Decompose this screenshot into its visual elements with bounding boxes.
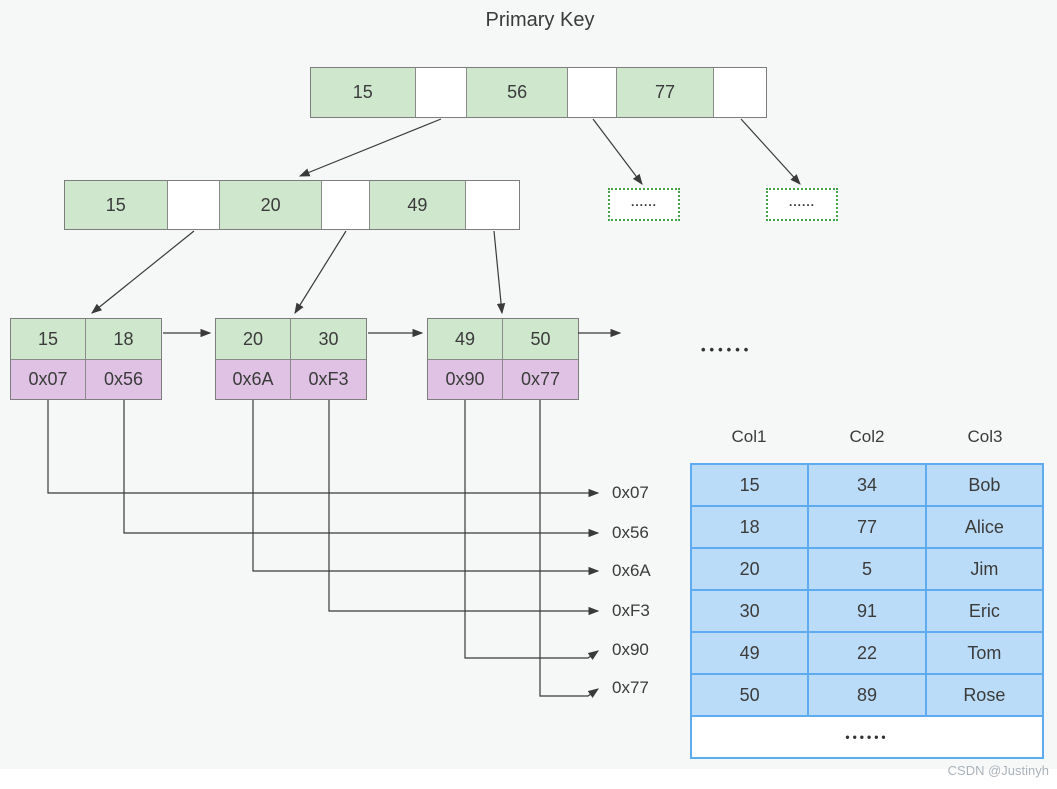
table-row: 18 77 Alice <box>689 505 1045 549</box>
page-title: Primary Key <box>485 9 595 31</box>
table-header-row: Col1 Col2 Col3 <box>690 427 1044 447</box>
table-cell: 34 <box>807 463 927 507</box>
leaf-key-cell: 50 <box>503 319 578 359</box>
root-key-cell: 56 <box>467 68 568 117</box>
leaf-key-cell: 30 <box>291 319 366 359</box>
table-row: 50 89 Rose <box>689 673 1045 717</box>
address-label: 0x6A <box>612 561 651 580</box>
placeholder-node: ...... <box>608 188 680 221</box>
root-key-cell: 15 <box>311 68 416 117</box>
table-cell: Alice <box>924 505 1045 549</box>
leaf-key-cell: 49 <box>428 319 503 359</box>
root-key-cell: 77 <box>616 68 715 117</box>
table-row: 15 34 Bob <box>689 463 1045 507</box>
internal-key-cell: 15 <box>65 181 168 229</box>
leaf-ellipsis: •••••• <box>701 342 753 357</box>
leaf-node: 15 18 0x07 0x56 <box>10 318 162 400</box>
table-cell: 30 <box>689 589 810 633</box>
leaf-key-cell: 18 <box>86 319 161 359</box>
table-cell: 15 <box>689 463 810 507</box>
data-table: 15 34 Bob 18 77 Alice 20 5 Jim 30 91 Eri… <box>689 463 1045 759</box>
leaf-pointer-cell: 0x77 <box>503 360 578 399</box>
internal-pointer-cell <box>321 181 370 229</box>
bottom-strip <box>0 769 1057 789</box>
leaf-pointer-cell: 0x56 <box>86 360 161 399</box>
address-label: 0x56 <box>612 523 649 542</box>
address-label: 0xF3 <box>612 601 650 620</box>
table-cell: Tom <box>924 631 1045 675</box>
table-cell: Rose <box>924 673 1045 717</box>
leaf-pointer-cell: 0x90 <box>428 360 503 399</box>
table-cell: 20 <box>689 547 810 591</box>
address-label: 0x90 <box>612 640 649 659</box>
internal-key-cell: 20 <box>220 181 322 229</box>
column-header: Col3 <box>967 427 1003 446</box>
root-node: 15 56 77 <box>310 67 767 118</box>
table-cell: 91 <box>807 589 927 633</box>
table-cell: Eric <box>924 589 1045 633</box>
root-pointer-cell <box>415 68 468 117</box>
address-label: 0x07 <box>612 483 649 502</box>
table-row: 30 91 Eric <box>689 589 1045 633</box>
root-pointer-cell <box>714 68 767 117</box>
table-ellipsis-row: •••••• <box>690 715 1044 759</box>
internal-pointer-cell <box>167 181 221 229</box>
table-cell: 49 <box>689 631 810 675</box>
watermark: CSDN @Justinyh <box>947 763 1049 778</box>
placeholder-node: ...... <box>766 188 838 221</box>
root-pointer-cell <box>567 68 617 117</box>
leaf-key-cell: 15 <box>11 319 86 359</box>
table-ellipsis-cell: •••••• <box>690 715 1044 759</box>
table-cell: 50 <box>689 673 810 717</box>
table-cell: 89 <box>807 673 927 717</box>
column-header: Col1 <box>731 427 767 446</box>
leaf-pointer-cell: 0xF3 <box>291 360 366 399</box>
table-cell: 5 <box>807 547 927 591</box>
table-cell: Jim <box>924 547 1045 591</box>
leaf-pointer-cell: 0x6A <box>216 360 291 399</box>
internal-pointer-cell <box>466 181 519 229</box>
leaf-pointer-cell: 0x07 <box>11 360 86 399</box>
table-cell: Bob <box>924 463 1045 507</box>
internal-node: 15 20 49 <box>64 180 520 230</box>
leaf-key-cell: 20 <box>216 319 291 359</box>
table-cell: 77 <box>807 505 927 549</box>
leaf-node: 49 50 0x90 0x77 <box>427 318 579 400</box>
address-label: 0x77 <box>612 678 649 697</box>
internal-key-cell: 49 <box>369 181 467 229</box>
column-header: Col2 <box>849 427 885 446</box>
leaf-node: 20 30 0x6A 0xF3 <box>215 318 367 400</box>
table-row: 20 5 Jim <box>689 547 1045 591</box>
table-row: 49 22 Tom <box>689 631 1045 675</box>
table-cell: 18 <box>689 505 810 549</box>
table-cell: 22 <box>807 631 927 675</box>
